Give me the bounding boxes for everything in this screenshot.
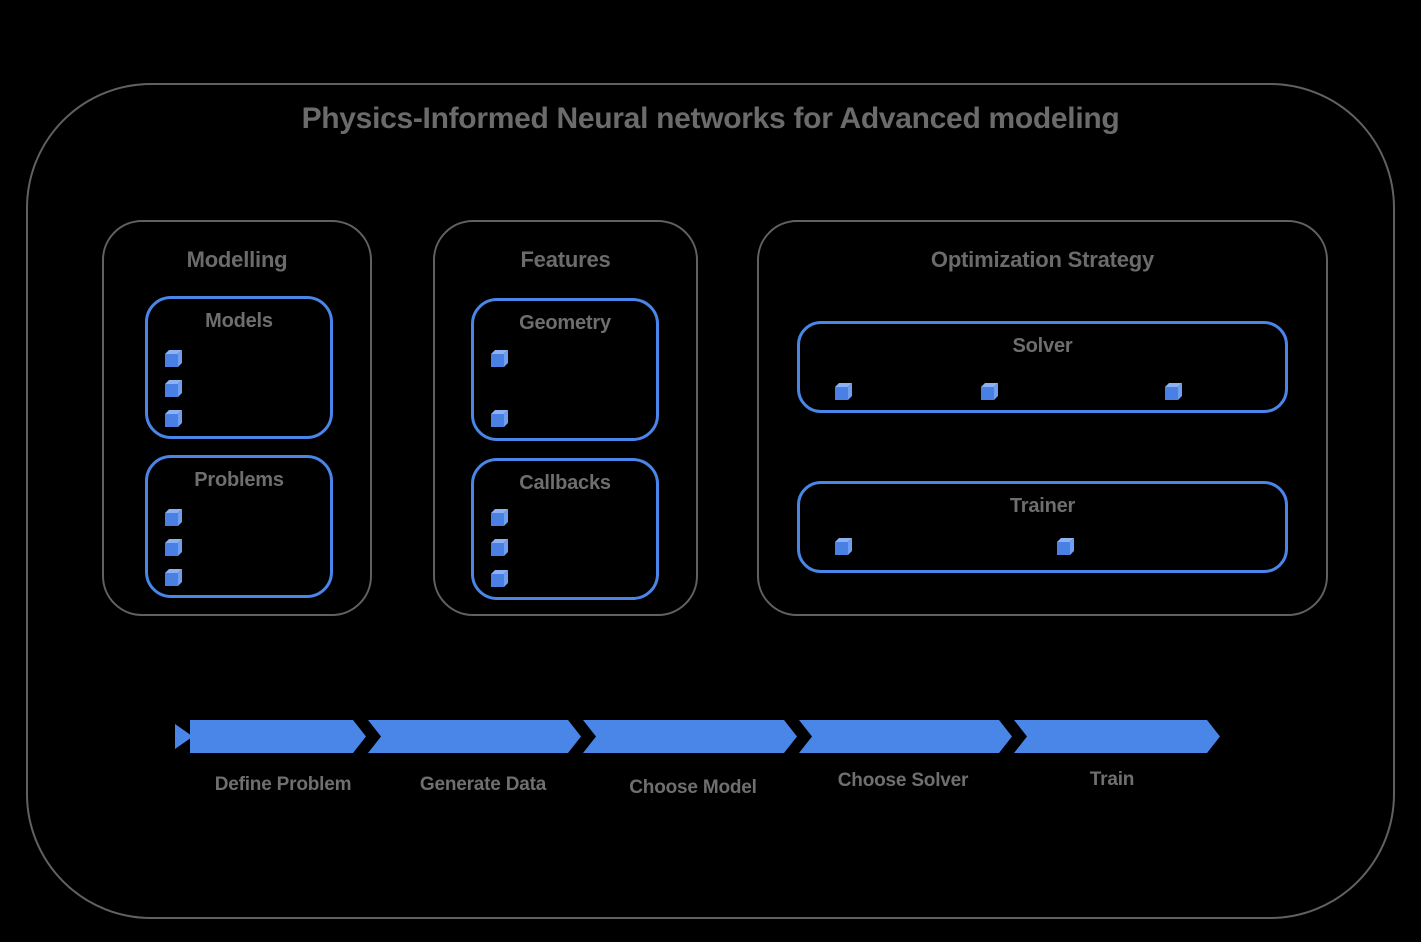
cube-icon bbox=[491, 414, 504, 427]
flow-step-label: Generate Data bbox=[419, 774, 547, 795]
cube-icon bbox=[1057, 542, 1070, 555]
cube-icon bbox=[165, 513, 178, 526]
box-models-title: Models bbox=[205, 310, 273, 332]
box-callbacks: Callbacks bbox=[471, 458, 659, 600]
group-features-title: Features bbox=[520, 247, 611, 272]
outer-frame bbox=[26, 83, 1395, 919]
box-callbacks-title: Callbacks bbox=[519, 472, 611, 494]
cube-icon bbox=[165, 543, 178, 556]
cube-icon bbox=[491, 354, 504, 367]
cube-icon bbox=[491, 543, 504, 556]
group-modelling bbox=[102, 220, 372, 616]
flow-step-label: Choose Model bbox=[629, 777, 757, 798]
diagram-title: Physics-Informed Neural networks for Adv… bbox=[301, 102, 1120, 135]
group-optimization-strategy bbox=[757, 220, 1328, 616]
flow-step-label: Choose Solver bbox=[837, 770, 969, 791]
cube-icon bbox=[491, 574, 504, 587]
box-problems: Problems bbox=[145, 455, 333, 598]
flow-segment-1 bbox=[175, 720, 366, 753]
group-features bbox=[433, 220, 698, 616]
box-problems-title: Problems bbox=[194, 469, 284, 491]
cube-icon bbox=[165, 414, 178, 427]
box-solver: Solver bbox=[797, 321, 1288, 413]
box-geometry: Geometry bbox=[471, 298, 659, 441]
cube-icon bbox=[165, 354, 178, 367]
cube-icon bbox=[1165, 387, 1178, 400]
box-geometry-title: Geometry bbox=[519, 312, 611, 334]
box-solver-title: Solver bbox=[1012, 335, 1073, 357]
cube-icon bbox=[165, 384, 178, 397]
cube-icon bbox=[981, 387, 994, 400]
box-trainer-title: Trainer bbox=[1009, 495, 1076, 517]
flow-step-label: Define Problem bbox=[214, 774, 352, 795]
cube-icon bbox=[165, 573, 178, 586]
box-trainer: Trainer bbox=[797, 481, 1288, 573]
box-models: Models bbox=[145, 296, 333, 439]
flow-segment-4 bbox=[799, 720, 1012, 753]
flow-segment-3 bbox=[583, 720, 797, 753]
group-modelling-title: Modelling bbox=[186, 247, 288, 272]
flow-arrow bbox=[175, 720, 1220, 753]
cube-icon bbox=[835, 542, 848, 555]
cube-icon bbox=[835, 387, 848, 400]
flow-step-label: Train bbox=[1089, 769, 1135, 790]
flow-segment-2 bbox=[368, 720, 581, 753]
cube-icon bbox=[491, 513, 504, 526]
flow-segment-5 bbox=[1014, 720, 1220, 753]
group-optimization-strategy-title: Optimization Strategy bbox=[930, 247, 1155, 272]
